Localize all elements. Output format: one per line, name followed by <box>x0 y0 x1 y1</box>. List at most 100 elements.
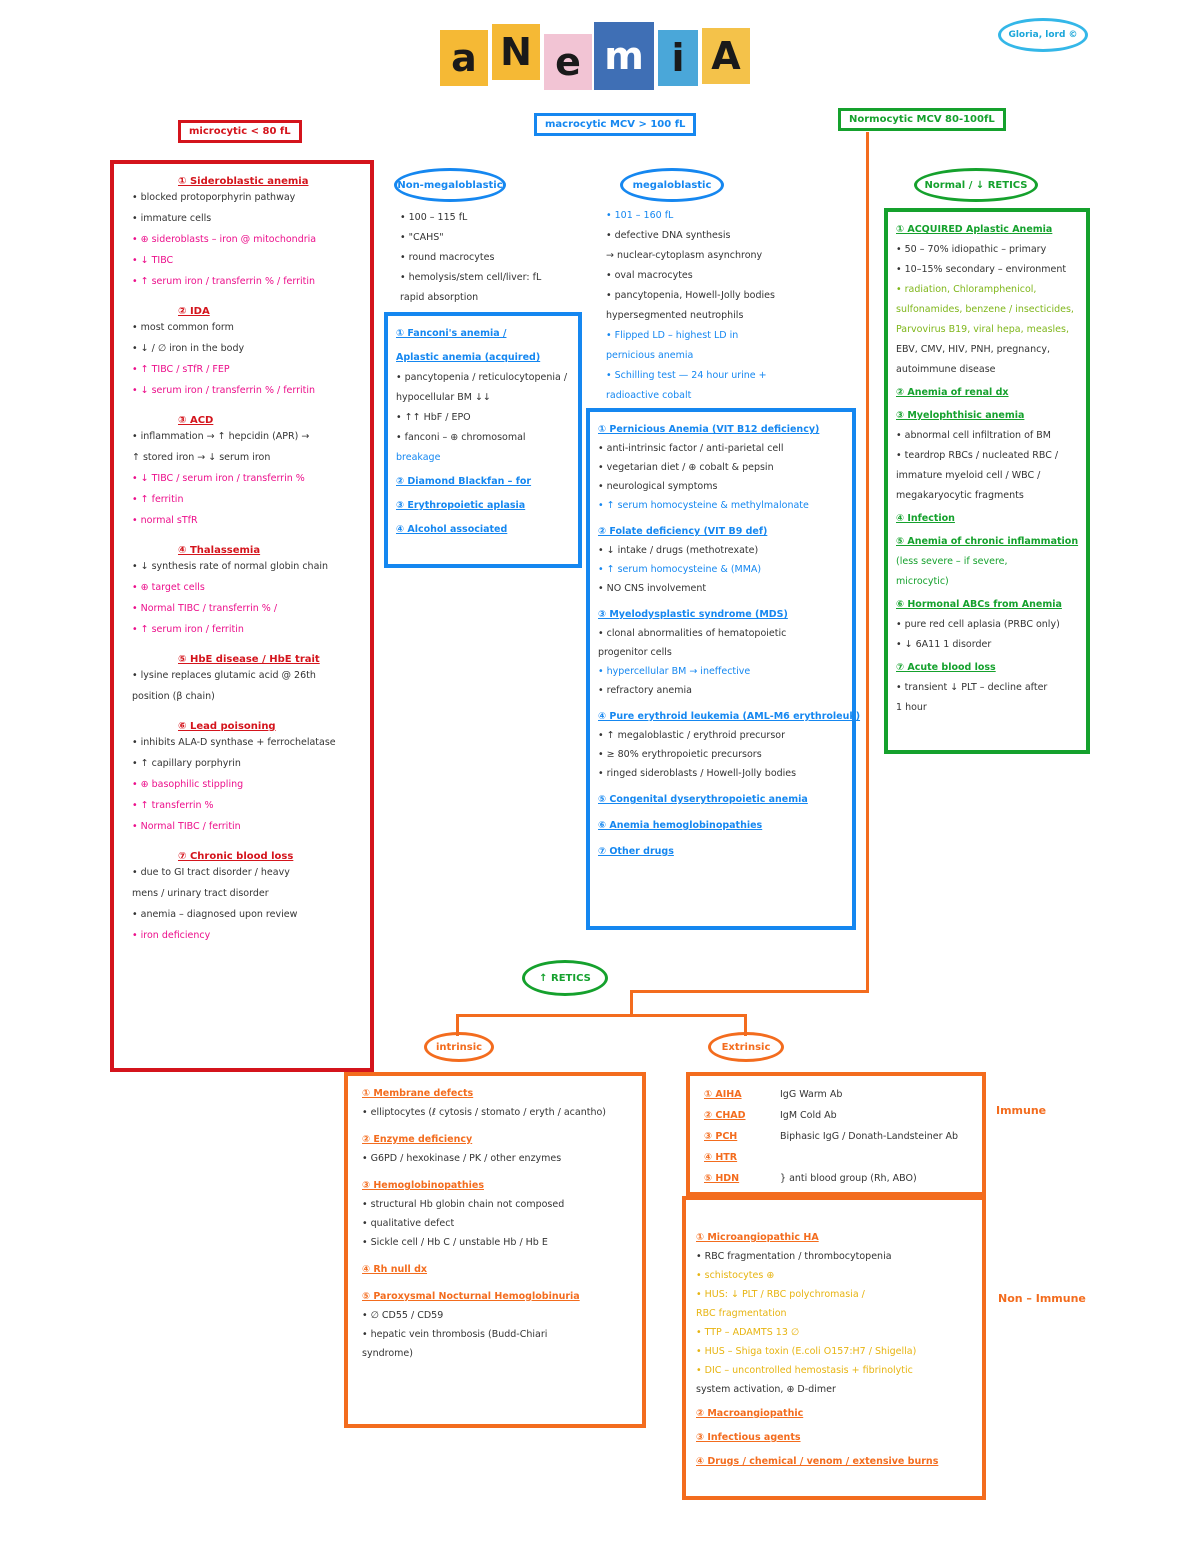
extrinsic-oval: Extrinsic <box>708 1032 784 1062</box>
section-title: ⑦ Other drugs <box>598 846 674 857</box>
connector-horizontal <box>630 990 869 993</box>
connector-right <box>744 1014 747 1036</box>
list-line: pernicious anemia <box>606 350 694 361</box>
list-line: rapid absorption <box>400 292 479 303</box>
list-line: • qualitative defect <box>362 1218 455 1229</box>
list-line: hypocellular BM ↓↓ <box>396 392 491 403</box>
section-title: ③ Myelodysplastic syndrome (MDS) <box>598 609 788 620</box>
nonimmune-list: ① Microangiopathic HA• RBC fragmentation… <box>696 1228 984 1471</box>
section-title: ② Enzyme deficiency <box>362 1134 473 1145</box>
increased-retics-oval: ↑ RETICS <box>522 960 608 996</box>
list-line: • defective DNA synthesis <box>606 230 731 241</box>
list-line: • ↓ TIBC / serum iron / transferrin % <box>132 473 305 484</box>
list-line: • ↑ ferritin <box>132 494 184 505</box>
list-line: autoimmune disease <box>896 364 996 375</box>
section-title: ④ Infection <box>896 513 955 524</box>
list-line: progenitor cells <box>598 647 672 658</box>
list-line: position (β chain) <box>132 691 215 702</box>
section-title: ① ACQUIRED Aplastic Anemia <box>896 224 1053 235</box>
list-line: • ↑ serum homocysteine & methylmalonate <box>598 500 809 511</box>
list-line: • ⊕ sideroblasts – iron @ mitochondria <box>132 234 317 245</box>
section-title: ⑤ Paroxysmal Nocturnal Hemoglobinuria <box>362 1291 580 1302</box>
list-line: → nuclear-cytoplasm asynchrony <box>606 250 763 261</box>
title-letter-n: N <box>492 24 540 80</box>
list-line: • Sickle cell / Hb C / unstable Hb / Hb … <box>362 1237 548 1248</box>
header-macrocytic: macrocytic MCV > 100 fL <box>534 113 697 136</box>
list-line: hypersegmented neutrophils <box>606 310 744 321</box>
list-line: sulfonamides, benzene / insecticides, <box>896 304 1074 315</box>
list-line: • Flipped LD – highest LD in <box>606 330 739 341</box>
microcytic-section-title: ⑦ Chronic blood loss <box>178 851 294 862</box>
section-title: ③ Erythropoietic aplasia <box>396 500 526 511</box>
nonmegaloblastic-box: ① Fanconi's anemia / Aplastic anemia (ac… <box>384 312 582 568</box>
normocytic-list: ① ACQUIRED Aplastic Anemia• 50 – 70% idi… <box>896 220 1088 718</box>
list-line: • ↑ capillary porphyrin <box>132 758 241 769</box>
list-line: • radiation, Chloramphenicol, <box>896 284 1037 295</box>
list-line: radioactive cobalt <box>606 390 692 401</box>
section-title: ② Macroangiopathic <box>696 1408 804 1419</box>
connector-split <box>456 1014 746 1017</box>
immune-desc: IgM Cold Ab <box>780 1110 837 1121</box>
list-line: • ↓ intake / drugs (methotrexate) <box>598 545 759 556</box>
list-line: • ↓ serum iron / transferrin % / ferriti… <box>132 385 316 396</box>
list-line: • pancytopenia / reticulocytopenia / <box>396 372 568 383</box>
title-tiles: a N e m i A <box>440 20 760 100</box>
list-line: • TTP – ADAMTS 13 ∅ <box>696 1327 800 1338</box>
list-line: • lysine replaces glutamic acid @ 26th <box>132 670 316 681</box>
megaloblastic-list: ① Pernicious Anemia (VIT B12 deficiency)… <box>598 420 861 861</box>
intrinsic-list: ① Membrane defects• elliptocytes (ℓ cyto… <box>362 1084 642 1363</box>
list-line: syndrome) <box>362 1348 413 1359</box>
list-line: ↑ stored iron → ↓ serum iron <box>132 452 271 463</box>
section-title: ① Fanconi's anemia / <box>396 328 507 339</box>
microcytic-list: ① Sideroblastic anemia• blocked protopor… <box>132 174 368 946</box>
connector-vertical <box>866 132 869 992</box>
list-line: • schistocytes ⊕ <box>696 1270 775 1281</box>
list-line: • inflammation → ↑ hepcidin (APR) → <box>132 431 310 442</box>
microcytic-section-title: ② IDA <box>178 306 210 317</box>
microcytic-section-title: ③ ACD <box>178 415 214 426</box>
list-line: • G6PD / hexokinase / PK / other enzymes <box>362 1153 562 1164</box>
nonmegaloblastic-oval: Non-megaloblastic <box>394 168 506 202</box>
list-line: • ↑ TIBC / sTfR / FEP <box>132 364 230 375</box>
list-line: • normal sTfR <box>132 515 198 526</box>
connector-drop <box>630 990 633 1016</box>
microcytic-section-title: ① Sideroblastic anemia <box>178 176 309 187</box>
list-line: • ↑ serum iron / transferrin % / ferriti… <box>132 276 316 287</box>
list-line: • refractory anemia <box>598 685 692 696</box>
list-line: • neurological symptoms <box>598 481 718 492</box>
list-line: • ↑ transferrin % <box>132 800 214 811</box>
list-line: mens / urinary tract disorder <box>132 888 269 899</box>
immune-code: ③ PCH <box>704 1131 738 1142</box>
list-line: • ↓ TIBC <box>132 255 174 266</box>
list-line: immature myeloid cell / WBC / <box>896 470 1041 481</box>
author-badge: Gloria, lord © <box>998 18 1088 52</box>
section-title: ① Membrane defects <box>362 1088 474 1099</box>
nonmegaloblastic-features: • 100 – 115 fL• "CAHS"• round macrocytes… <box>400 208 580 308</box>
list-line: • 100 – 115 fL <box>400 212 468 223</box>
normocytic-box: ① ACQUIRED Aplastic Anemia• 50 – 70% idi… <box>884 208 1090 754</box>
normal-retics-oval: Normal / ↓ RETICS <box>914 168 1038 202</box>
list-line: • ↑ serum iron / ferritin <box>132 624 244 635</box>
title-letter-a: a <box>440 30 488 86</box>
nonimmune-box: ① Microangiopathic HA• RBC fragmentation… <box>682 1196 986 1500</box>
microcytic-section-title: ⑥ Lead poisoning <box>178 721 276 732</box>
megaloblastic-oval: megaloblastic <box>620 168 724 202</box>
list-line: • hemolysis/stem cell/liver: fL <box>400 272 542 283</box>
section-title: ⑥ Anemia hemoglobinopathies <box>598 820 763 831</box>
list-line: • hypercellular BM → ineffective <box>598 666 751 677</box>
section-title: ④ Pure erythroid leukemia (AML-M6 erythr… <box>598 711 861 722</box>
header-microcytic: microcytic < 80 fL <box>178 120 302 143</box>
header-normocytic: Normocytic MCV 80-100fL <box>838 108 1006 131</box>
list-line: • fanconi – ⊕ chromosomal <box>396 432 526 443</box>
list-line: • ↑ serum homocysteine & (MMA) <box>598 564 762 575</box>
list-line: 1 hour <box>896 702 927 713</box>
section-title: ③ Infectious agents <box>696 1432 801 1443</box>
list-line: • HUS – Shiga toxin (E.coli O157:H7 / Sh… <box>696 1346 917 1357</box>
immune-desc: Biphasic IgG / Donath-Landsteiner Ab <box>780 1131 959 1142</box>
section-title: ④ Alcohol associated <box>396 524 508 535</box>
list-line: • Normal TIBC / transferrin % / <box>132 603 278 614</box>
list-line: • teardrop RBCs / nucleated RBC / <box>896 450 1059 461</box>
list-line: • round macrocytes <box>400 252 495 263</box>
list-line: • ↓ synthesis rate of normal globin chai… <box>132 561 329 572</box>
immune-code: ⑤ HDN <box>704 1173 740 1184</box>
